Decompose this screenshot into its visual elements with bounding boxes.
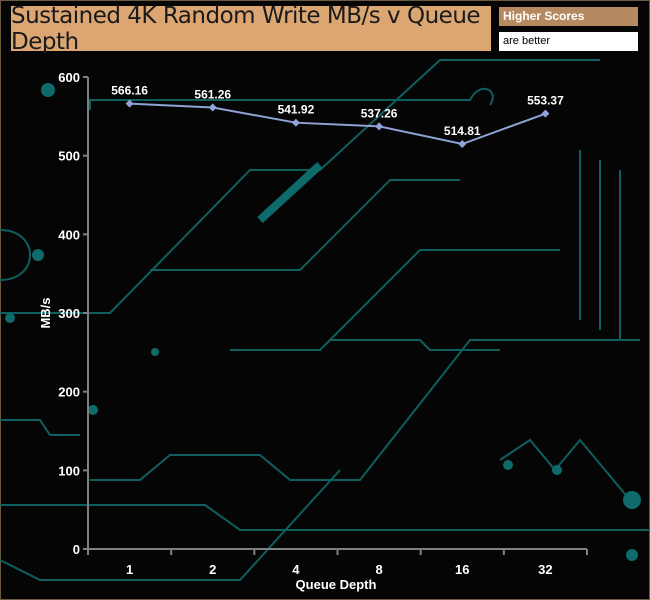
data-point — [375, 122, 384, 131]
x-tick-label: 4 — [292, 562, 300, 577]
are-better-badge: are better — [499, 32, 638, 51]
y-tick-label: 400 — [58, 227, 80, 242]
series-line — [129, 102, 546, 146]
data-label: 561.26 — [194, 87, 231, 101]
data-label: 566.16 — [111, 84, 148, 98]
chart-title: Sustained 4K Random Write MB/s v Queue D… — [11, 3, 491, 55]
y-tick-label: 200 — [58, 385, 80, 400]
data-point — [208, 103, 217, 112]
data-label: 537.26 — [361, 106, 398, 120]
data-label: 541.92 — [278, 103, 315, 117]
x-axis-title: Queue Depth — [296, 577, 377, 592]
x-tick-label: 16 — [455, 562, 469, 577]
y-tick-label: 300 — [58, 306, 80, 321]
y-tick-label: 100 — [58, 463, 80, 478]
y-tick-label: 0 — [73, 542, 80, 557]
x-tick-label: 2 — [209, 562, 216, 577]
data-point — [291, 118, 300, 127]
y-tick-label: 500 — [58, 149, 80, 164]
data-point — [458, 140, 467, 149]
data-point — [541, 109, 550, 118]
data-label: 514.81 — [444, 124, 481, 138]
y-tick-label: 600 — [58, 70, 80, 85]
data-point — [125, 99, 134, 108]
x-tick-label: 32 — [538, 562, 552, 577]
x-tick-label: 1 — [126, 562, 133, 577]
data-label: 553.37 — [527, 94, 564, 108]
higher-scores-badge: Higher Scores — [499, 7, 638, 26]
x-tick-label: 8 — [375, 562, 382, 577]
y-axis-title: MB/s — [38, 297, 53, 328]
